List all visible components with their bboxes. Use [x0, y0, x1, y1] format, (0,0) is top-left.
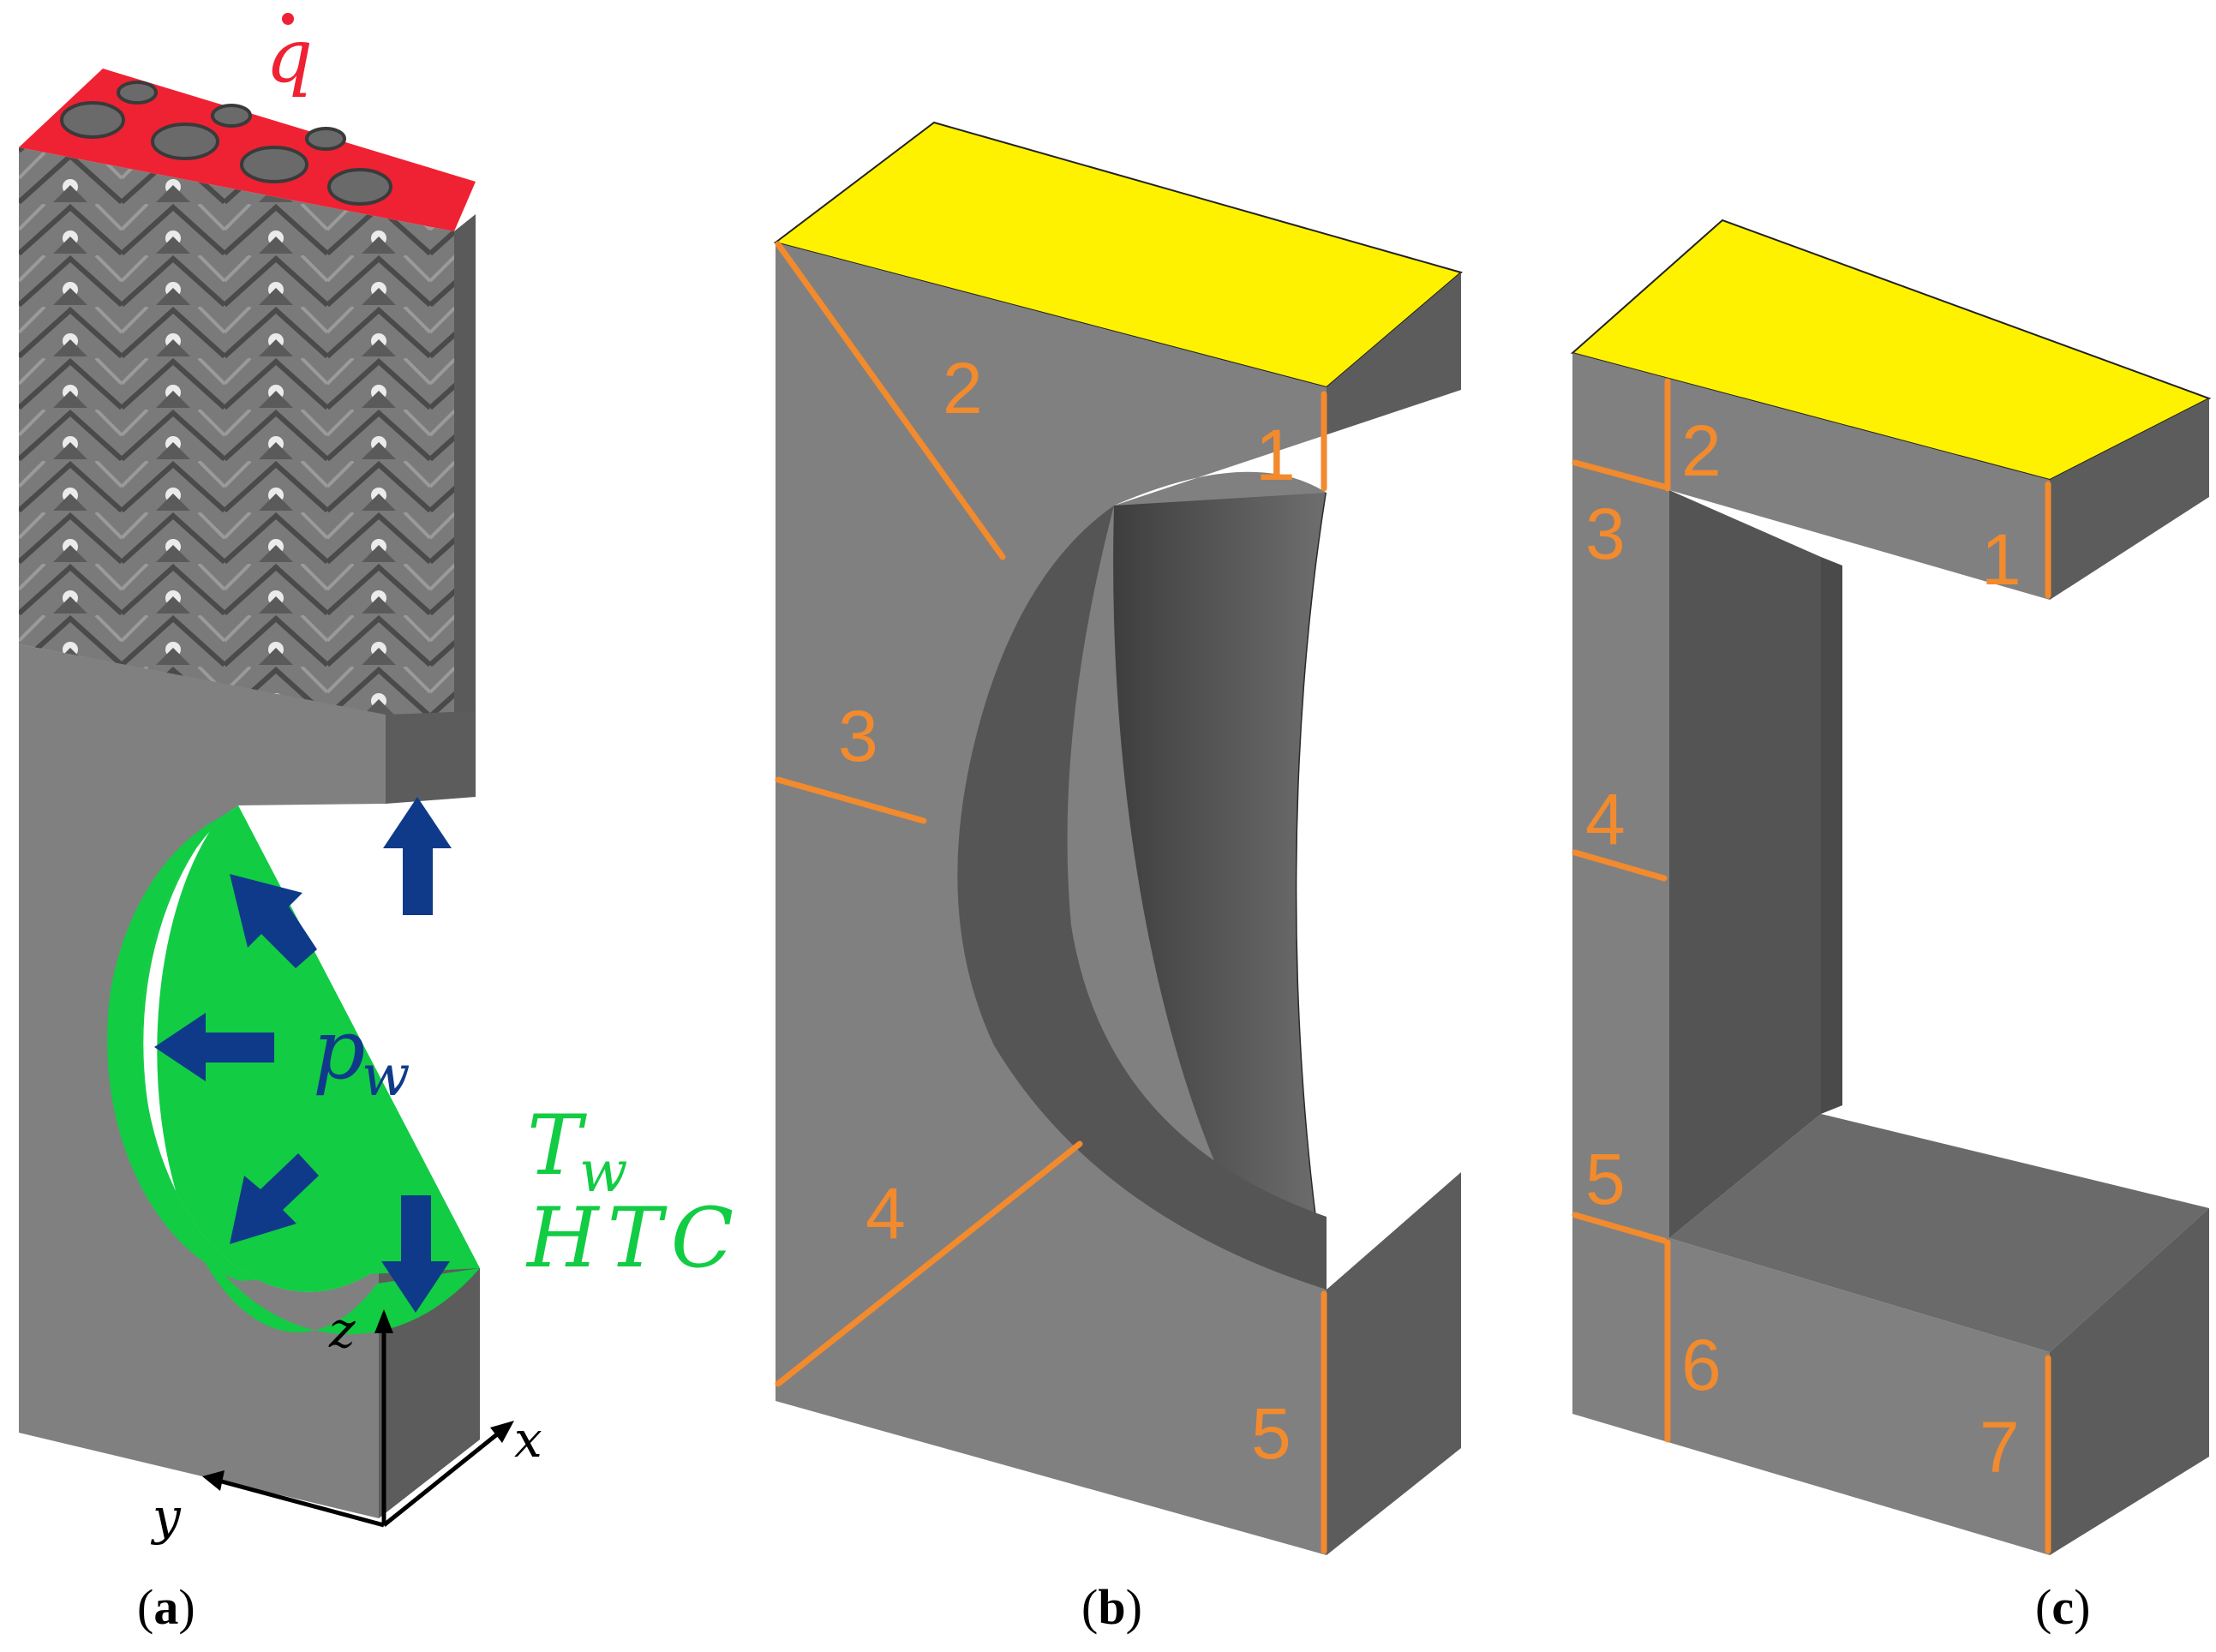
front-face [1572, 353, 2050, 1555]
x-axis-arrowhead [490, 1421, 514, 1443]
top-lattice-holes [60, 81, 392, 206]
segment-label-1: 1 [1255, 415, 1296, 495]
segment-line-3 [1572, 459, 1668, 490]
temperature-subscript: w [579, 1139, 628, 1205]
segment-label-3: 3 [1585, 494, 1626, 574]
bottom-leg-top-face [1669, 1114, 2209, 1352]
upper-block-side-face [386, 711, 476, 804]
panel-c-caption: (c) [2035, 1579, 2090, 1635]
bottom-leg-side-face [2050, 1208, 2209, 1555]
thermal-bc-label: T w HTC [525, 1098, 742, 1286]
panel-a-caption: (a) [137, 1579, 195, 1635]
z-axis-label: z [328, 1301, 356, 1359]
segment-label-7: 7 [1979, 1407, 2020, 1487]
y-axis-line [218, 1478, 385, 1528]
arrow-down [381, 1195, 450, 1313]
segment-label-1: 1 [1981, 519, 2021, 600]
x-axis-line [382, 1429, 503, 1527]
top-lip-side-face [2050, 398, 2209, 600]
z-axis-arrowhead [374, 1309, 393, 1333]
arrow-up-left [230, 874, 317, 968]
cooled-wall-surface [141, 805, 481, 1335]
segment-label-4: 4 [865, 1173, 906, 1254]
segment-label-2: 2 [943, 348, 983, 428]
cutout-void [1114, 390, 1461, 1290]
y-axis-arrowhead [202, 1470, 225, 1491]
pressure-label: p w [313, 1002, 410, 1109]
bottom-block-side-face [1327, 1172, 1461, 1555]
segment-line-4 [775, 1140, 1083, 1387]
segment-line-3 [775, 776, 927, 824]
segment-numbers: 1 2 3 4 5 [838, 348, 1296, 1474]
segment-label-5: 5 [1585, 1139, 1626, 1219]
lattice-side-face [454, 214, 476, 728]
segment-label-4: 4 [1585, 779, 1626, 859]
axes-triad [202, 1309, 514, 1528]
channel-wall-highlight [1821, 557, 1842, 1114]
cutout-inner-curve [957, 506, 1327, 1290]
segment-line-5 [1572, 1212, 1668, 1244]
panel-b: 1 2 3 4 5 (b) [773, 121, 1464, 1635]
solid-body-front-face [19, 644, 386, 1518]
pressure-symbol: p [313, 1002, 365, 1098]
x-axis-label: x [514, 1410, 542, 1469]
temperature-symbol: T [527, 1098, 587, 1194]
curved-inner-surface [1113, 493, 1327, 1290]
segment-label-3: 3 [838, 696, 878, 776]
segment-line-4 [1572, 849, 1668, 882]
lattice-front-face [19, 147, 454, 728]
pressure-arrows [154, 797, 452, 1313]
panel-b-caption: (b) [1081, 1579, 1142, 1635]
lower-block-side-face [379, 1268, 480, 1518]
segment-line-2 [775, 241, 1006, 560]
heat-flux-dot [282, 13, 294, 25]
channel-back-wall [1669, 490, 1821, 1238]
segment-numbers: 1 2 3 4 5 6 7 [1585, 410, 2021, 1487]
segment-lines [775, 241, 1327, 1554]
panel-c: 1 2 3 4 5 6 7 (c) [1570, 218, 2212, 1635]
pressure-subscript: w [362, 1043, 410, 1109]
segment-label-2: 2 [1681, 410, 1722, 491]
segment-label-5: 5 [1251, 1393, 1291, 1474]
heat-flux-symbol: q [266, 14, 313, 99]
htc-label: HTC [525, 1190, 742, 1286]
segment-lines [1572, 378, 2051, 1554]
heat-flux-label: q [266, 13, 313, 99]
arrow-up [383, 797, 452, 915]
arrow-left [154, 1013, 274, 1081]
segment-label-6: 6 [1681, 1325, 1722, 1405]
y-axis-label: y [150, 1487, 182, 1546]
arrow-down-left [230, 1153, 319, 1244]
panel-a: q p w T w HTC z x y (a) [19, 13, 742, 1635]
